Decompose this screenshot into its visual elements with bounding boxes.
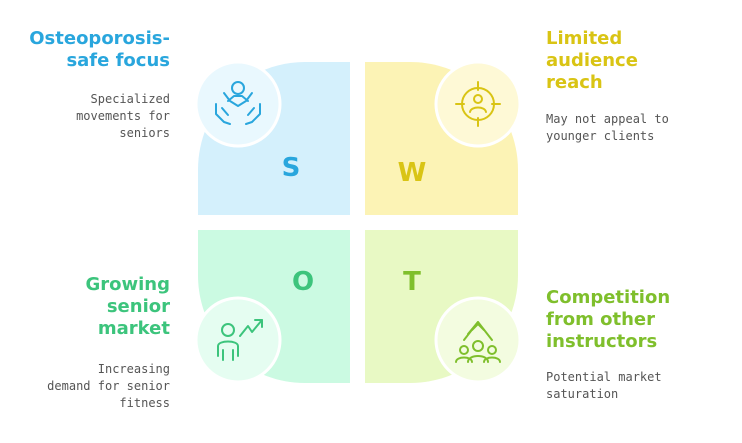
opportunity-letter: O [292,267,314,297]
threat-description: Potential market saturation [546,369,662,403]
threat-title-line: Competition [546,287,671,308]
opportunity-title-line: senior [106,296,170,317]
threat-letter: T [403,267,421,297]
threat-desc-line: saturation [546,387,619,401]
opportunity-desc-line: Increasing [97,362,170,376]
threat-title-line: from other [546,309,655,330]
weakness-title-line: reach [546,72,603,93]
threat-desc-line: Potential market [546,370,662,384]
threat-title-line: instructors [546,331,658,352]
weakness-title: Limited audience reach [546,28,638,94]
weakness-desc-line: May not appeal to [546,112,669,126]
strength-title: Osteoporosis- safe focus [29,28,170,72]
weakness-title-line: Limited [546,28,623,49]
strength-desc-line: seniors [119,126,170,140]
opportunity-icon-circle [194,296,282,384]
opportunity-title-line: Growing [85,274,170,295]
threat-title: Competition from other instructors [546,287,670,353]
opportunity-title-line: market [97,318,170,339]
crowd-arrow-icon [455,321,501,363]
weakness-description: May not appeal to younger clients [546,111,669,145]
strength-desc-line: Specialized [90,92,170,106]
growth-person-icon [217,319,263,361]
strength-desc-line: movements for [76,109,170,123]
target-person-icon [455,81,501,127]
opportunity-desc-line: fitness [119,396,170,410]
helping-hands-icon [215,81,261,125]
opportunity-desc-line: demand for senior [47,379,170,393]
strength-letter: S [282,153,301,183]
opportunity-description: Increasing demand for senior fitness [47,361,170,412]
strength-title-line: Osteoporosis- [29,28,170,49]
opportunity-title: Growing senior market [85,274,170,340]
weakness-title-line: audience [546,50,638,71]
weakness-desc-line: younger clients [546,129,655,143]
strength-description: Specialized movements for seniors [76,91,170,142]
strength-icon-circle [194,60,282,148]
weakness-letter: W [398,158,427,188]
strength-title-line: safe focus [66,50,170,71]
